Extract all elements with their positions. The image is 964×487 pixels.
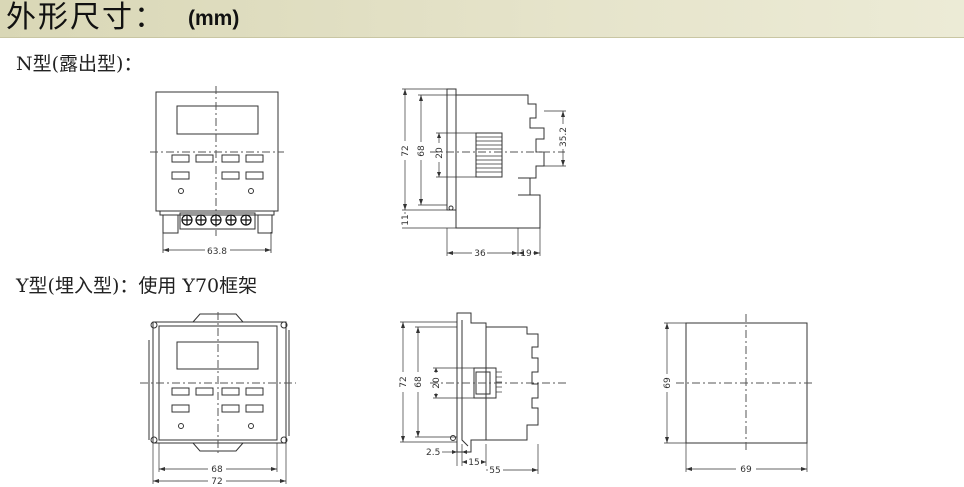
y-frame-screw: [150, 321, 158, 329]
n-front-terminal-clip: [162, 214, 179, 234]
dim-y-front-inner: 68: [211, 465, 223, 475]
dim-n-side-inner: 68: [417, 145, 427, 157]
y-front-view: [140, 312, 296, 484]
y-side-view: [400, 312, 568, 474]
n-front-key: [245, 154, 264, 163]
y-side-frame-inner: [461, 320, 469, 447]
n-front-led: [248, 188, 254, 194]
section-label-n-type: N型(露出型)：: [16, 53, 143, 75]
n-front-led: [178, 188, 184, 194]
n-front-terminal-clip: [257, 214, 273, 234]
n-front-key: [171, 171, 190, 180]
y-side-screw: [450, 435, 456, 441]
y-front-key: [221, 387, 240, 396]
dim-y-side-height: 72: [399, 376, 409, 387]
n-front-terminal-strip: [179, 212, 256, 230]
title-unit: (mm): [188, 7, 240, 30]
y-front-led: [248, 423, 254, 429]
y-front-key: [221, 404, 240, 413]
dim-n-side-depth-a: 36: [474, 249, 486, 259]
n-front-key: [221, 154, 240, 163]
dim-n-side-bottom: 11: [401, 214, 411, 225]
dim-cutout-height: 69: [663, 377, 673, 389]
y-front-led: [178, 423, 184, 429]
panel-cutout-view: [664, 314, 815, 472]
y-front-key: [195, 387, 214, 396]
title-bar: 外形尺寸： (mm): [0, 0, 964, 38]
n-side-bezel: [446, 88, 457, 211]
n-front-key: [221, 171, 240, 180]
n-front-view: [150, 86, 284, 253]
dim-cutout-width: 69: [740, 465, 752, 475]
dim-n-side-right: 35.2: [559, 127, 569, 147]
n-front-key: [171, 154, 190, 163]
n-side-screw: [448, 205, 454, 211]
n-side-view: [402, 88, 566, 256]
n-side-tab: [518, 177, 531, 196]
y-front-key: [171, 387, 190, 396]
y-side-body: [486, 326, 539, 441]
dim-y-front-outer: 72: [211, 477, 222, 487]
dim-n-side-depth-b: 19: [520, 249, 532, 259]
n-front-key: [195, 154, 214, 163]
y-frame-screw: [150, 436, 158, 444]
n-front-display: [176, 105, 259, 135]
y-frame-screw: [280, 436, 288, 444]
y-front-display: [176, 341, 259, 370]
dim-y-side-window: 20: [432, 377, 442, 389]
title-heading: 外形尺寸：: [6, 0, 166, 35]
n-front-key: [245, 171, 264, 180]
dim-y-side-inner: 68: [414, 376, 424, 388]
n-side-window: [475, 132, 503, 178]
y-front-key: [171, 404, 190, 413]
dim-n-side-height: 72: [401, 145, 411, 156]
y-front-key: [245, 387, 264, 396]
section-label-y-type: Y型(埋入型)：使用 Y70框架: [16, 275, 258, 297]
dim-n-front-width: 63.8: [207, 247, 227, 257]
dim-n-side-window: 20: [435, 147, 445, 159]
y-front-key: [245, 404, 264, 413]
n-side-body: [455, 94, 545, 229]
dim-y-side-depth-a: 15: [468, 458, 479, 468]
y-frame-screw: [280, 321, 288, 329]
dim-y-side-depth-b: 55: [489, 466, 500, 476]
dim-y-side-offset: 2.5: [426, 448, 440, 458]
